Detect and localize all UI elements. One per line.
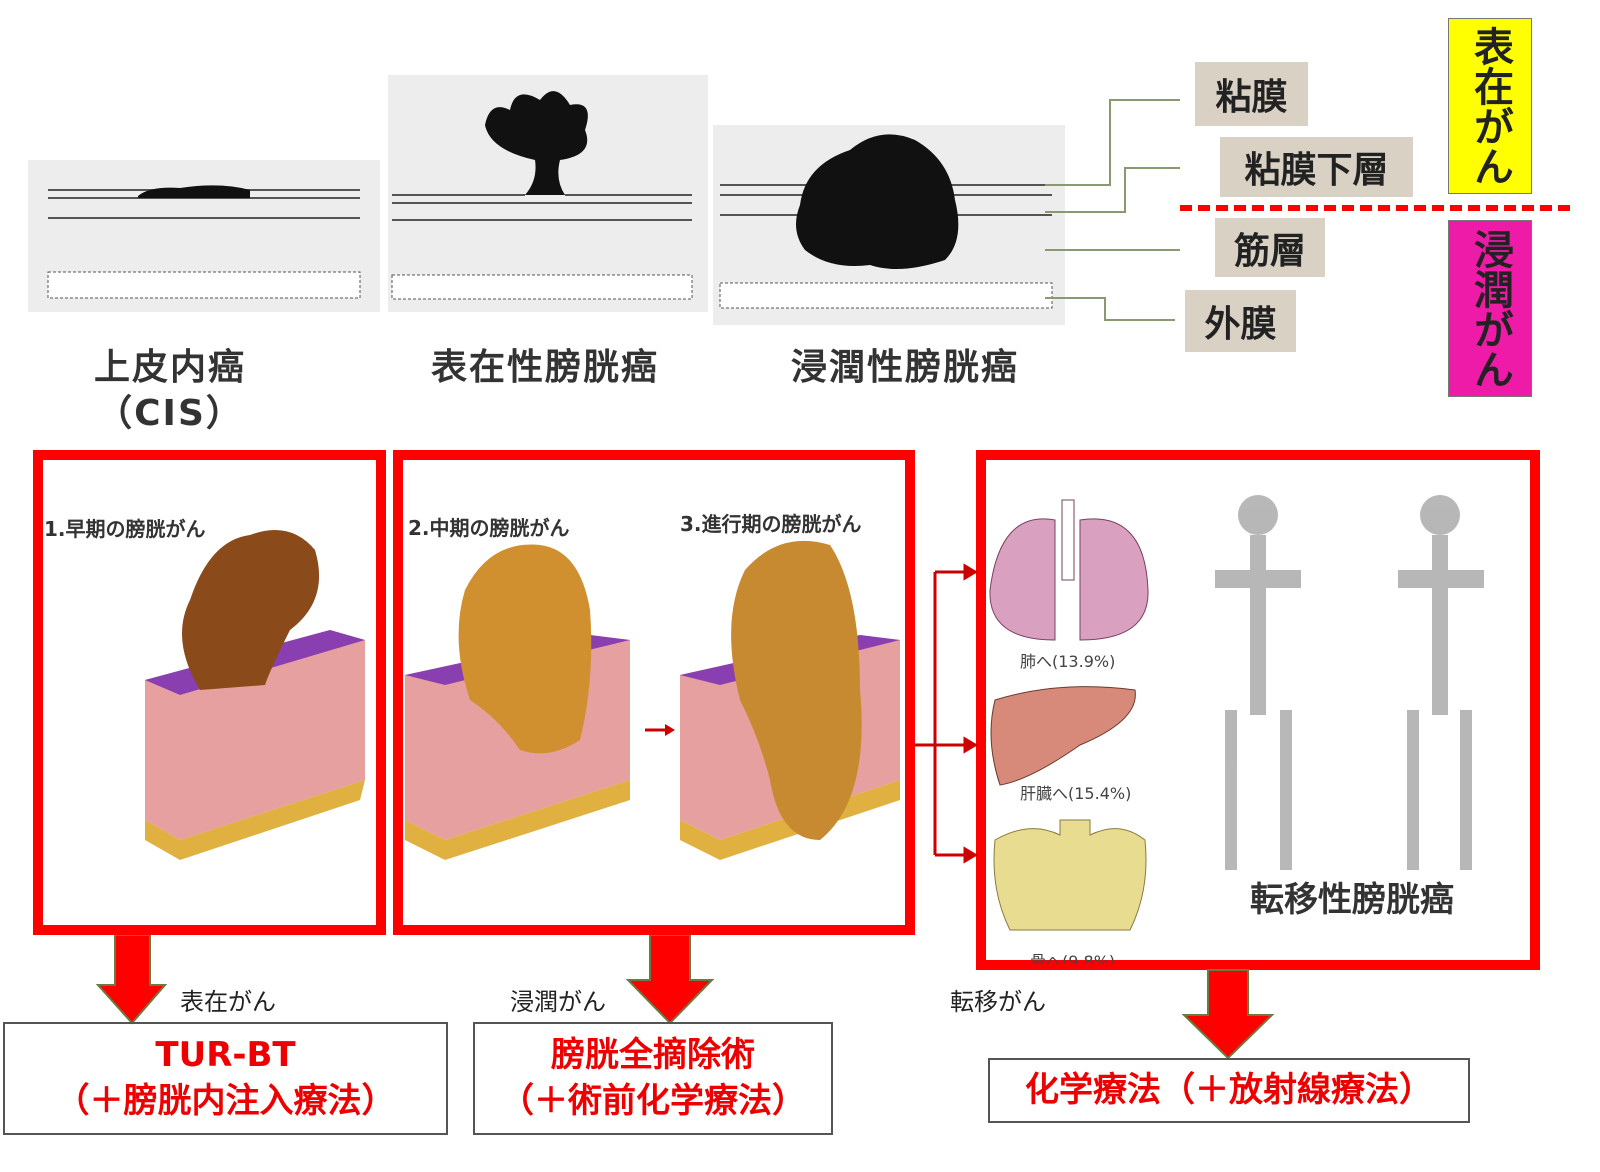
- metastatic-box: [976, 450, 1540, 970]
- lungs-illustration: [989, 499, 1149, 641]
- early-tumor-block: [145, 530, 365, 860]
- treatment-arrows: [95, 935, 1275, 1060]
- invasive-panel: [713, 125, 1065, 325]
- treatment-invasive: 膀胱全摘除術 （＋術前化学療法）: [473, 1022, 833, 1135]
- layer-muscle: 筋層: [1215, 218, 1325, 277]
- cis-panel: [28, 160, 380, 312]
- invasive-arrow-label: 浸潤がん: [510, 988, 606, 1016]
- treatment-superficial-sub: （＋膀胱内注入療法）: [55, 1080, 396, 1121]
- metastatic-arrow-label: 転移がん: [950, 988, 1046, 1016]
- metastatic-cancer-label: 転移性膀胱癌: [1250, 880, 1454, 920]
- tumor-cross-sections: [28, 75, 1180, 325]
- treatment-superficial: TUR-BT （＋膀胱内注入療法）: [3, 1022, 448, 1135]
- stage-middle-label: 2.中期の膀胱がん: [408, 516, 570, 540]
- early-stage-box: [33, 450, 386, 935]
- pelvis-illustration: [993, 819, 1147, 931]
- liver-metastasis-label: 肝臓へ(15.4%): [1020, 784, 1132, 803]
- treatment-metastatic: 化学療法（＋放射線療法）: [988, 1058, 1470, 1123]
- treatment-invasive-sub: （＋術前化学療法）: [500, 1080, 806, 1121]
- superficial-category-badge: 表在がん: [1448, 18, 1532, 194]
- superficial-arrow-label: 表在がん: [180, 988, 276, 1016]
- stage-advanced-label: 3.進行期の膀胱がん: [680, 512, 862, 536]
- lung-metastasis-label: 肺へ(13.9%): [1020, 652, 1116, 671]
- superficial-panel: [388, 75, 708, 312]
- stage-early-label: 1.早期の膀胱がん: [44, 517, 206, 541]
- layer-submucosa: 粘膜下層: [1220, 137, 1413, 197]
- middle-tumor-block: [405, 544, 630, 860]
- invasive-label: 浸潤性膀胱癌: [790, 347, 1019, 388]
- metastasis-arrows: [915, 563, 978, 864]
- tumor-illustrations: [145, 495, 1484, 931]
- invasive-category-badge: 浸潤がん: [1448, 220, 1532, 397]
- layer-adventitia: 外膜: [1185, 290, 1296, 352]
- liver-illustration: [990, 686, 1136, 786]
- bone-scan-images: [1215, 495, 1484, 870]
- cis-sublabel: （CIS）: [96, 393, 244, 434]
- divider-dashed-line: [1180, 205, 1570, 211]
- superficial-label: 表在性膀胱癌: [430, 347, 659, 388]
- treatment-metastatic-main: 化学療法（＋放射線療法）: [1025, 1069, 1433, 1110]
- treatment-invasive-main: 膀胱全摘除術: [551, 1034, 755, 1075]
- advanced-tumor-block: [680, 540, 900, 860]
- cis-label: 上皮内癌: [93, 347, 246, 388]
- layer-pointer-lines: [1045, 99, 1180, 321]
- layer-mucosa: 粘膜: [1195, 62, 1308, 126]
- bone-metastasis-label: 骨へ(9.8%): [1030, 952, 1116, 964]
- middle-advanced-stage-box: [393, 450, 915, 935]
- treatment-superficial-main: TUR-BT: [155, 1034, 296, 1075]
